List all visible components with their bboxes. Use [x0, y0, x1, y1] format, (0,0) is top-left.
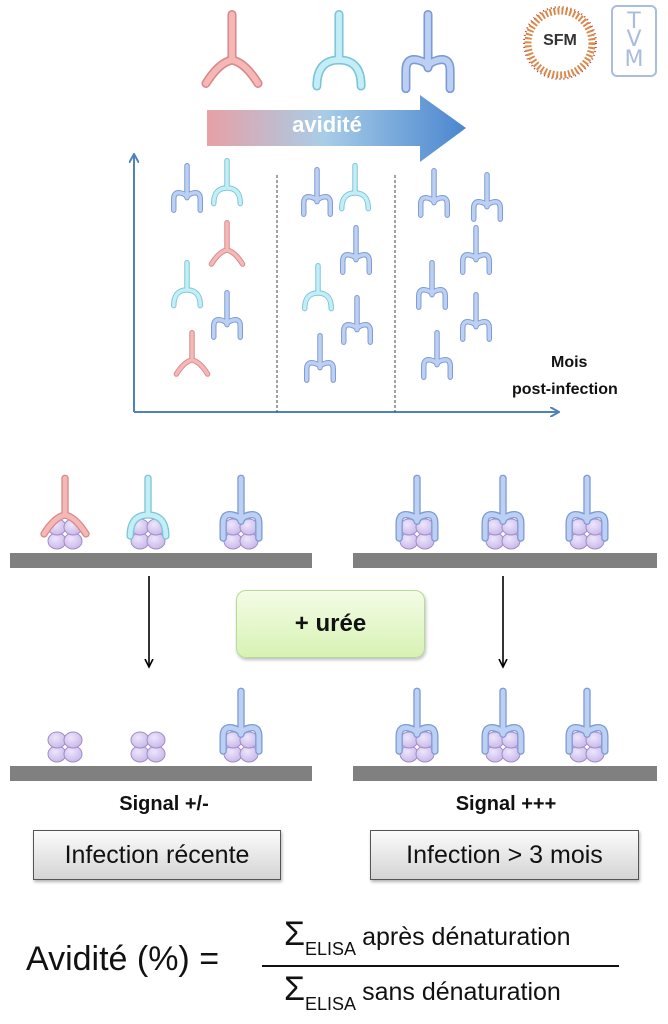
antibody-low-avidity	[40, 474, 90, 538]
antibody-high-avidity	[219, 687, 263, 755]
antibody-layer	[40, 9, 609, 763]
antigen-icon	[399, 731, 435, 763]
result-recent-infection: Infection récente	[33, 830, 281, 880]
avidity-arrow	[207, 95, 466, 162]
signal-right-label: Signal +++	[455, 793, 557, 815]
elisa-subscript: ELISA	[305, 994, 357, 1014]
antibody-high-avidity	[219, 474, 263, 542]
antibody-high-avidity	[565, 474, 609, 542]
antibody-medium-avidity	[171, 259, 203, 309]
antibody-medium-avidity	[211, 157, 243, 207]
antibody-low-avidity	[173, 329, 211, 377]
antibody-high-avidity	[460, 224, 492, 275]
antigen-icon	[47, 518, 83, 550]
legend-antibody-medium-avidity	[312, 9, 366, 91]
antibody-high-avidity	[481, 687, 525, 755]
antibody-high-avidity	[301, 166, 333, 217]
x-axis-label-line1: Mois	[551, 354, 588, 371]
antibody-medium-avidity	[339, 162, 371, 212]
tvm-letter: T	[627, 9, 641, 34]
plate-after-left	[10, 766, 312, 781]
sigma-symbol: Σ	[284, 970, 306, 1008]
antigen-icon	[47, 731, 83, 763]
antibody-high-avidity	[341, 294, 373, 345]
antibody-high-avidity	[211, 289, 243, 340]
tvm-logo: T V M	[611, 5, 657, 77]
antibody-high-avidity	[565, 687, 609, 755]
antibody-high-avidity	[340, 224, 372, 275]
fraction-bar	[262, 965, 619, 967]
antigen-icon	[569, 518, 605, 550]
formula-lhs: Avidité (%) =	[26, 940, 220, 978]
plate-after-right	[353, 766, 657, 781]
antibody-low-avidity	[208, 219, 246, 267]
antigen-icon	[130, 731, 166, 763]
x-axis-label-line2: post-infection	[512, 381, 618, 398]
antigen-icon	[485, 518, 521, 550]
antigen-icon	[485, 731, 521, 763]
antibody-high-avidity	[460, 291, 492, 342]
plate-before-right	[353, 553, 657, 568]
antibody-high-avidity	[416, 259, 448, 310]
antibody-high-avidity	[471, 171, 503, 222]
antibody-high-avidity	[481, 474, 525, 542]
antibody-high-avidity	[304, 332, 336, 383]
antibody-high-avidity	[418, 167, 450, 218]
numerator-text: après dénaturation	[362, 923, 571, 951]
antibody-high-avidity	[171, 162, 203, 213]
signal-left-label: Signal +/-	[119, 793, 209, 815]
avidity-arrow-label: avidité	[292, 112, 362, 137]
sigma-symbol: Σ	[284, 915, 306, 953]
antibody-high-avidity	[395, 474, 439, 542]
antibody-high-avidity	[395, 687, 439, 755]
elisa-subscript: ELISA	[305, 939, 357, 959]
legend-antibody-high-avidity	[401, 9, 455, 94]
antigen-icon	[569, 731, 605, 763]
legend-antibody-low-avidity	[201, 9, 263, 88]
tvm-letter: M	[624, 47, 644, 72]
result-old-infection: Infection > 3 mois	[370, 830, 639, 880]
antibody-medium-avidity	[126, 474, 170, 540]
antigen-icon	[399, 518, 435, 550]
urea-treatment-box: + urée	[236, 590, 425, 658]
denominator-text: sans dénaturation	[362, 978, 561, 1006]
tvm-letter: V	[626, 27, 642, 52]
sfm-logo-text: SFM	[543, 32, 577, 49]
plate-before-left	[10, 553, 312, 568]
sfm-logo	[523, 6, 597, 80]
antibody-medium-avidity	[302, 262, 334, 312]
antibody-high-avidity	[421, 329, 453, 380]
antigen-icon	[130, 518, 166, 550]
